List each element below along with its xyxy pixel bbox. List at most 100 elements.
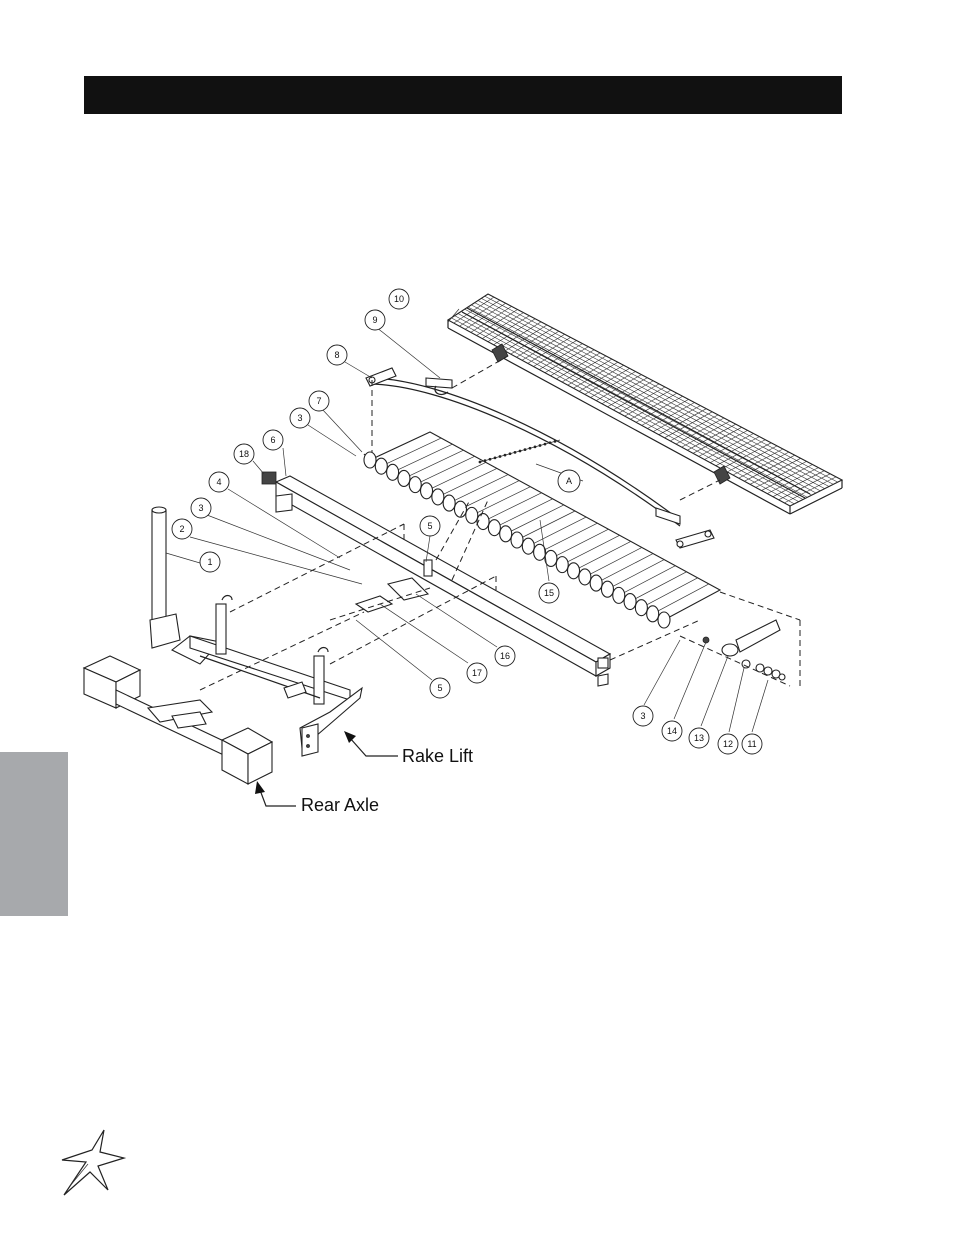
star-logo-icon xyxy=(61,1129,127,1196)
slat-line xyxy=(494,498,553,529)
roller-segment xyxy=(657,611,671,629)
svg-text:6: 6 xyxy=(270,435,275,445)
callout-11: 11 xyxy=(741,733,763,755)
grid-line xyxy=(544,346,589,373)
grid-line xyxy=(533,340,577,367)
grid-line xyxy=(516,330,559,358)
grid-line xyxy=(704,433,754,460)
slat-line xyxy=(607,559,665,590)
callout-leaders xyxy=(165,308,769,733)
callout-7: 7 xyxy=(308,390,330,412)
roller-segment xyxy=(578,568,592,586)
main-frame-beam xyxy=(261,471,612,687)
roller-segment xyxy=(431,488,445,506)
shaft-hardware xyxy=(702,619,786,681)
tine-dot xyxy=(543,442,547,446)
callout-15: 15 xyxy=(538,582,560,604)
slat-line xyxy=(595,553,654,584)
tine-dot xyxy=(503,453,507,457)
svg-text:16: 16 xyxy=(500,651,510,661)
grid-line xyxy=(744,454,795,482)
slat-line xyxy=(618,565,676,596)
grid-line xyxy=(755,461,807,488)
grid-line xyxy=(784,476,837,504)
grid-line xyxy=(601,377,648,404)
grid-line xyxy=(510,327,554,355)
grid-line xyxy=(464,303,506,330)
tine-dot xyxy=(538,444,542,447)
grid-line xyxy=(670,414,719,442)
tine-dot xyxy=(548,441,552,445)
slat-line xyxy=(641,577,698,609)
callout-18: 18 xyxy=(233,443,255,465)
tine-dot xyxy=(498,455,502,458)
grid-line xyxy=(749,458,801,485)
roller-segment xyxy=(442,494,456,512)
roller-segment xyxy=(363,451,377,469)
grid-line xyxy=(527,337,571,364)
support-post xyxy=(149,506,181,649)
section-header-bar xyxy=(84,76,842,114)
grid-line xyxy=(738,451,790,479)
slat-line xyxy=(471,486,531,516)
grid-line xyxy=(476,309,518,336)
slat-line xyxy=(562,534,620,565)
callout-6: 6 xyxy=(262,429,284,451)
slat-line xyxy=(652,583,710,615)
roller-segment xyxy=(533,543,547,561)
rear-axle-assembly xyxy=(82,655,274,785)
slat-line xyxy=(437,468,498,498)
slat-line xyxy=(381,437,442,467)
tine-dot xyxy=(533,445,537,449)
rake-lift-frame xyxy=(170,594,363,757)
callout-3-top: 3 xyxy=(289,407,311,429)
slat-line xyxy=(528,516,587,547)
svg-text:11: 11 xyxy=(747,739,756,749)
svg-text:3: 3 xyxy=(297,413,302,423)
svg-text:3: 3 xyxy=(198,503,203,513)
roller-segment xyxy=(623,592,637,611)
svg-text:18: 18 xyxy=(239,449,249,459)
grid-line xyxy=(493,318,536,346)
grid-line xyxy=(539,343,583,370)
grid-line xyxy=(482,312,524,339)
grid-line xyxy=(767,467,819,494)
roller-segment xyxy=(555,556,569,574)
tine-dot xyxy=(478,460,482,464)
roller-segment xyxy=(453,500,468,518)
callout-9: 9 xyxy=(364,309,386,331)
callout-5-top: 5 xyxy=(419,515,441,537)
roller-segment xyxy=(397,469,411,488)
slat-line xyxy=(539,522,598,553)
tine-bar-assembly xyxy=(365,367,715,549)
grid-line xyxy=(778,473,831,501)
slat-line xyxy=(482,492,542,522)
grid-line xyxy=(573,361,618,389)
svg-text:3: 3 xyxy=(640,711,645,721)
grid-line xyxy=(647,402,695,429)
callout-3-right: 3 xyxy=(632,705,654,727)
slat-line xyxy=(392,443,453,473)
roller-segment xyxy=(374,457,388,475)
tine-dot xyxy=(488,457,492,461)
roller-segment xyxy=(634,599,648,617)
grid-line xyxy=(675,417,725,445)
svg-text:A: A xyxy=(566,476,572,486)
svg-text:2: 2 xyxy=(179,524,184,534)
tine-dot xyxy=(518,449,522,453)
grid-line xyxy=(687,423,736,451)
roller-segment xyxy=(544,549,558,568)
rake-lift-label: Rake Lift xyxy=(402,746,473,766)
svg-text:7: 7 xyxy=(316,396,321,406)
svg-text:5: 5 xyxy=(427,521,432,531)
grid-line xyxy=(653,405,701,432)
grid-line xyxy=(499,321,542,349)
grid-line xyxy=(578,365,624,392)
callout-17: 17 xyxy=(466,662,488,684)
slat-line xyxy=(460,480,520,510)
grid-line xyxy=(596,374,642,401)
callout-14: 14 xyxy=(661,720,683,742)
grid-line xyxy=(607,380,654,408)
roller-segment xyxy=(646,605,660,623)
